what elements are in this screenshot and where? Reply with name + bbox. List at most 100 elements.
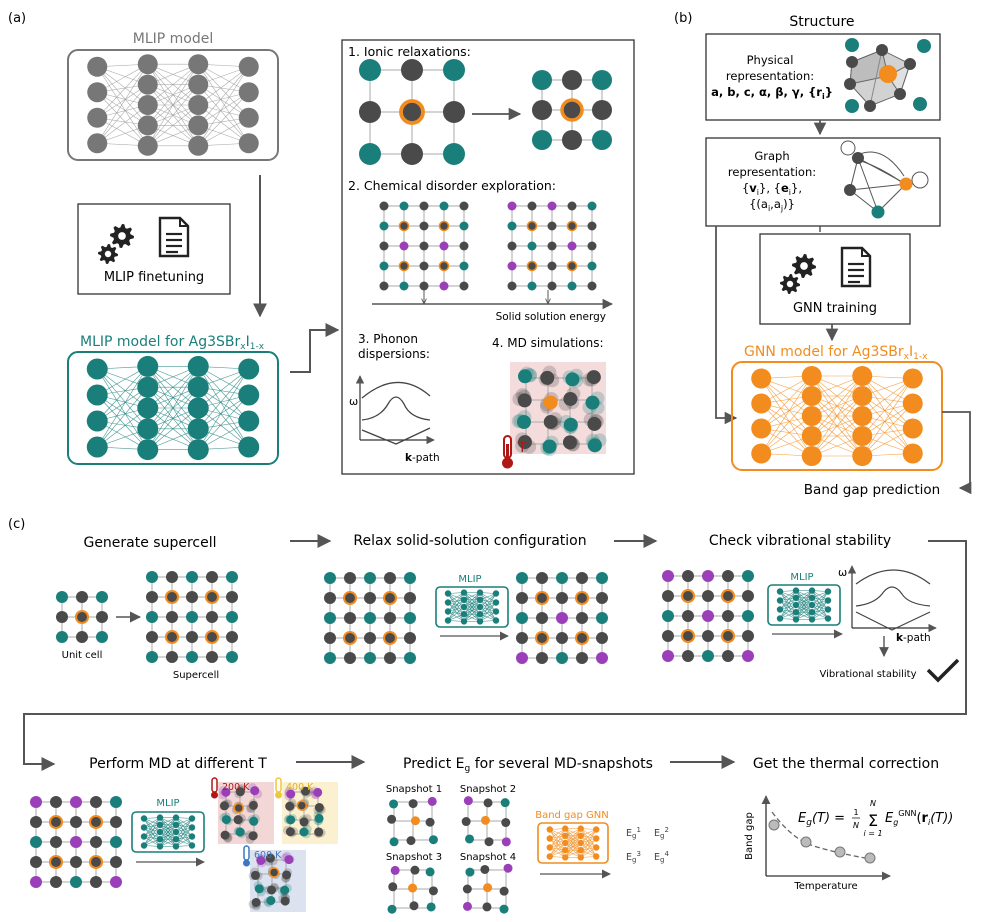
thermometer-200k-icon	[211, 777, 218, 799]
vib-stability-label: Vibrational stability	[819, 669, 916, 680]
band-gap-prediction-label: Band gap prediction	[804, 482, 940, 498]
arrow-gnn-to-prediction	[942, 411, 972, 495]
graph-line2: representation:	[728, 165, 816, 179]
unit-cell-structure	[56, 591, 108, 643]
graph-pairs: {(ai,aj)}	[749, 197, 795, 213]
snapshot-1-label: Snapshot 1	[386, 784, 442, 795]
snapshot-4-structure	[462, 863, 513, 914]
eg4-label: Eg4	[654, 850, 669, 864]
gnn-model-box	[731, 361, 943, 471]
mlip-neural-network	[87, 54, 259, 156]
graph-vertices-edges: {vi}, {ei},	[742, 181, 802, 197]
perform-md-title: Perform MD at different T	[89, 756, 267, 772]
svg-text:N: N	[853, 821, 859, 830]
band-gap-gnn-label: Band gap GNN	[535, 810, 609, 821]
supercell-before-relax	[324, 572, 416, 664]
snapshot-3-label: Snapshot 3	[386, 852, 442, 863]
supercell-md-input	[30, 796, 122, 888]
eg3-label: Eg3	[626, 850, 641, 864]
md-400k-structure	[282, 786, 326, 839]
mlip-label-3: MLIP	[156, 798, 179, 809]
eg2-label: Eg2	[654, 826, 669, 840]
document-icon-b	[840, 246, 872, 288]
arrow-row1-to-row2	[23, 540, 967, 771]
mlip-finetuned-box	[67, 351, 279, 465]
snapshot-2-structure	[461, 796, 511, 847]
disorder-configuration-1	[379, 201, 469, 291]
gnn-small-network	[546, 825, 600, 861]
finetuning-label: MLIP finetuning	[104, 270, 204, 285]
disorder-configuration-2	[507, 201, 597, 291]
vib-omega-label: ω	[838, 566, 847, 579]
check-vib-title: Check vibrational stability	[709, 533, 891, 549]
supercell-structure	[146, 571, 238, 663]
svg-text:i = 1: i = 1	[863, 829, 882, 838]
snapshot-2-label: Snapshot 2	[460, 784, 516, 795]
graph-representation-box	[705, 137, 941, 227]
md-600k-label: 600 K	[254, 850, 282, 861]
supercell-label: Supercell	[173, 670, 219, 681]
finetuning-box	[77, 203, 231, 295]
physical-line3: a, b, c, α, β, γ, {ri}	[711, 85, 833, 101]
gnn-training-label: GNN training	[793, 301, 877, 316]
supercell-after-relax	[516, 572, 608, 664]
structure-title: Structure	[789, 14, 854, 30]
snapshot-3-structure	[387, 865, 438, 914]
unit-cell-label: Unit cell	[62, 650, 103, 661]
mlip-small-network-1	[444, 589, 500, 625]
svg-text:Σ: Σ	[868, 811, 878, 830]
arrow-to-applications	[290, 323, 340, 373]
relax-title: Relax solid-solution configuration	[353, 533, 586, 549]
step-phonon-line1: 3. Phonon	[358, 332, 418, 346]
md-200k-label: 200 K	[222, 782, 250, 793]
thermometer-400k-icon	[275, 777, 282, 799]
mlip-small-network-3	[140, 814, 196, 850]
physical-representation-box	[705, 33, 941, 121]
panel-label-b: (b)	[674, 11, 692, 26]
panel-label-c: (c)	[8, 517, 25, 532]
crystal-graph	[840, 140, 929, 219]
thermometer-600k-icon	[243, 845, 250, 867]
generate-supercell-title: Generate supercell	[83, 535, 216, 551]
phonon-omega-label: ω	[349, 395, 358, 408]
gears-icon	[98, 224, 134, 264]
mlip-small-box-1	[435, 586, 509, 628]
snapshot-4-label: Snapshot 4	[460, 852, 516, 863]
gnn-neural-network	[751, 366, 923, 466]
thermal-correction-equation: Eg(T) = 1 N N Σ i = 1 EgGNN(ri(T))	[798, 799, 953, 838]
octahedron-structure	[844, 38, 931, 113]
mlip-small-box-3	[131, 811, 205, 853]
gnn-model-title: GNN model for Ag3SBrxI1-x	[744, 344, 928, 362]
snapshot-1-structure	[387, 796, 438, 847]
mlip-label-2: MLIP	[790, 572, 813, 583]
gnn-small-box	[537, 822, 609, 864]
svg-text:N: N	[870, 799, 876, 808]
arrow-structure-to-gnn	[715, 226, 738, 425]
svg-text:1: 1	[853, 808, 858, 817]
mlip-small-network-2	[776, 587, 832, 623]
solid-solution-energy-label: Solid solution energy	[496, 311, 606, 323]
gnn-training-box	[759, 233, 911, 325]
mlip-finetuned-network	[86, 355, 260, 461]
phonon-kpath-label: k-path	[405, 452, 440, 464]
panel-label-a: (a)	[8, 11, 26, 26]
temperature-axis-label: Temperature	[793, 881, 857, 892]
phonon-dispersion-plot	[355, 375, 435, 445]
graph-line1: Graph	[754, 149, 789, 163]
step-ionic-relaxation: 1. Ionic relaxations:	[348, 44, 471, 59]
band-gap-axis-label: Band gap	[744, 812, 755, 860]
gears-icon-b	[780, 254, 816, 294]
checkmark-icon	[926, 658, 960, 683]
predict-title: Predict Eg for several MD-snapshots	[403, 756, 653, 774]
md-600k-structure	[248, 851, 295, 911]
md-snapshot-structure	[511, 365, 607, 457]
md-400k-label: 400 K	[286, 782, 314, 793]
mlip-model-title: MLIP model	[133, 31, 214, 47]
md-200k-structure	[218, 782, 263, 844]
thermometer-icon	[502, 435, 513, 469]
relaxation-before-structure	[359, 59, 465, 165]
relaxation-after-structure	[532, 70, 612, 150]
physical-line2: representation:	[726, 69, 814, 83]
mlip-small-box-2	[767, 584, 841, 626]
